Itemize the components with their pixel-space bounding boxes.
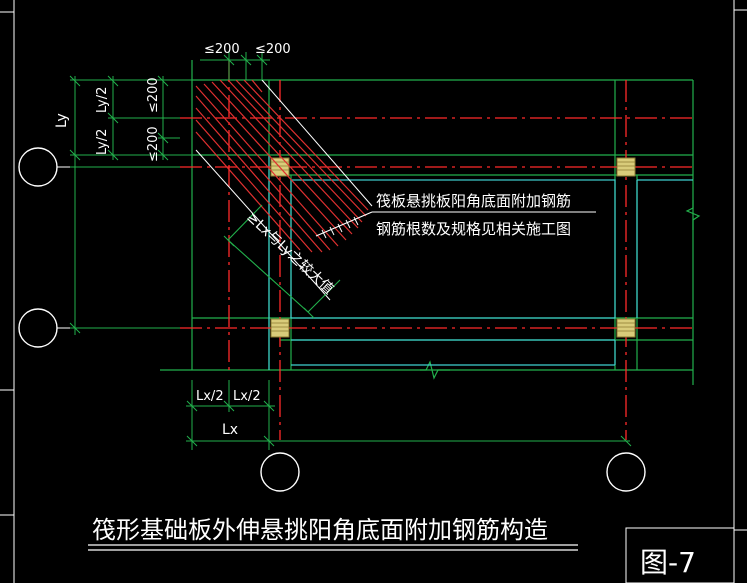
additional-rebar-hatch bbox=[195, 79, 369, 253]
bottom-dimensions bbox=[186, 380, 632, 450]
dim-le200-side-top: ≤200 bbox=[146, 77, 161, 113]
rebar-note-line2: 钢筋根数及规格见相关施工图 bbox=[376, 220, 571, 238]
slab-edges bbox=[268, 155, 693, 370]
dim-le200-side-bottom: ≤200 bbox=[146, 126, 161, 162]
dim-ly: Ly bbox=[54, 113, 70, 128]
top-dimensions bbox=[200, 52, 270, 80]
column-bottom-left bbox=[270, 318, 290, 338]
dim-ly-half-bottom: Ly/2 bbox=[95, 129, 110, 155]
dim-le200-top-left: ≤200 bbox=[204, 42, 240, 57]
title-underline bbox=[88, 544, 578, 551]
figure-number: 图-7 bbox=[640, 546, 696, 579]
diagonal-dimension bbox=[223, 204, 341, 319]
note-leader bbox=[315, 211, 596, 237]
dim-lx-half-left: Lx/2 bbox=[196, 389, 224, 404]
drawing-title: 筏形基础板外伸悬挑阳角底面附加钢筋构造 bbox=[92, 516, 548, 544]
columns bbox=[270, 157, 636, 338]
dim-lx: Lx bbox=[222, 422, 238, 438]
column-bottom-right bbox=[616, 318, 636, 338]
axis-centerlines bbox=[180, 60, 693, 440]
axis-bubble-bottom-right bbox=[606, 452, 646, 492]
dim-le200-top-right: ≤200 bbox=[255, 42, 291, 57]
left-dimensions bbox=[69, 75, 192, 335]
column-top-right bbox=[616, 157, 636, 177]
rebar-note-line1: 筏板悬挑板阳角底面附加钢筋 bbox=[376, 192, 571, 210]
dim-ly-half-top: Ly/2 bbox=[95, 87, 110, 113]
dim-lx-half-right: Lx/2 bbox=[233, 389, 261, 404]
break-symbols bbox=[420, 200, 701, 380]
axis-bubble-bottom-left bbox=[260, 452, 300, 492]
